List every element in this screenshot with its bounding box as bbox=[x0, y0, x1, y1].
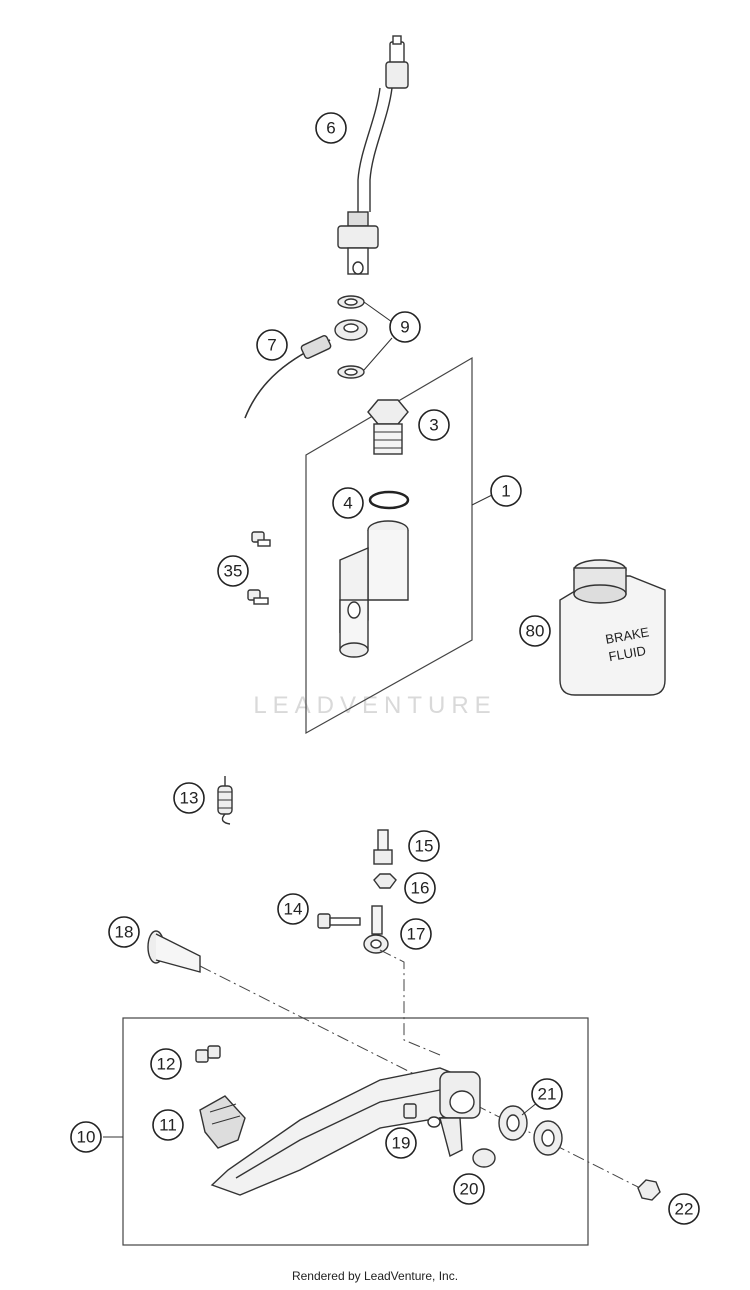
svg-text:19: 19 bbox=[392, 1134, 411, 1153]
part-brake-light-switch[interactable] bbox=[337, 35, 409, 275]
callout-12[interactable]: 12 bbox=[150, 1048, 182, 1080]
callout-10[interactable]: 10 bbox=[70, 1121, 102, 1153]
part-bushing[interactable] bbox=[472, 1148, 496, 1168]
svg-text:12: 12 bbox=[157, 1055, 176, 1074]
callout-13[interactable]: 13 bbox=[173, 782, 205, 814]
callout-22[interactable]: 22 bbox=[668, 1193, 700, 1225]
svg-text:14: 14 bbox=[284, 900, 303, 919]
part-return-spring[interactable] bbox=[217, 776, 233, 825]
svg-text:17: 17 bbox=[407, 925, 426, 944]
kit-frame-10 bbox=[122, 1017, 589, 1246]
svg-text:3: 3 bbox=[429, 416, 438, 435]
svg-text:20: 20 bbox=[460, 1180, 479, 1199]
callout-19[interactable]: 19 bbox=[385, 1127, 417, 1159]
part-brake-hose[interactable] bbox=[244, 319, 368, 419]
callout-21[interactable]: 21 bbox=[531, 1078, 563, 1110]
callout-6[interactable]: 6 bbox=[315, 112, 347, 144]
callout-9[interactable]: 9 bbox=[389, 311, 421, 343]
callout-7[interactable]: 7 bbox=[256, 329, 288, 361]
footer-credit: Rendered by LeadVenture, Inc. bbox=[291, 1269, 459, 1283]
part-nut[interactable] bbox=[373, 873, 397, 889]
svg-text:16: 16 bbox=[411, 879, 430, 898]
callout-20[interactable]: 20 bbox=[453, 1173, 485, 1205]
svg-text:21: 21 bbox=[538, 1085, 557, 1104]
callout-1[interactable]: 1 bbox=[490, 475, 522, 507]
callout-3[interactable]: 3 bbox=[418, 409, 450, 441]
svg-text:80: 80 bbox=[526, 622, 545, 641]
fluid-label-fluid: FLUID bbox=[607, 643, 647, 664]
part-push-rod-clevis[interactable] bbox=[363, 905, 389, 954]
callout-14[interactable]: 14 bbox=[277, 893, 309, 925]
part-screws[interactable] bbox=[247, 531, 271, 605]
svg-text:10: 10 bbox=[77, 1128, 96, 1147]
svg-text:11: 11 bbox=[159, 1116, 177, 1135]
part-pivot-shaft[interactable] bbox=[147, 930, 201, 973]
part-collar-nut[interactable] bbox=[637, 1179, 661, 1201]
callout-4[interactable]: 4 bbox=[332, 487, 364, 519]
part-pivot-bolt[interactable] bbox=[317, 913, 361, 929]
callout-16[interactable]: 16 bbox=[404, 872, 436, 904]
svg-text:6: 6 bbox=[326, 119, 335, 138]
svg-text:7: 7 bbox=[267, 336, 276, 355]
part-reservoir-fitting[interactable] bbox=[367, 399, 409, 455]
part-rivets[interactable] bbox=[195, 1045, 221, 1063]
part-brake-pedal[interactable] bbox=[210, 1067, 481, 1196]
svg-text:18: 18 bbox=[115, 923, 134, 942]
kit-frame-1 bbox=[305, 356, 473, 735]
callout-15[interactable]: 15 bbox=[408, 830, 440, 862]
callout-17[interactable]: 17 bbox=[400, 918, 432, 950]
svg-text:35: 35 bbox=[224, 562, 243, 581]
svg-text:22: 22 bbox=[675, 1200, 694, 1219]
watermark: LEADVENTURE bbox=[253, 692, 496, 719]
part-brake-fluid-bottle[interactable] bbox=[559, 559, 666, 696]
part-bearings[interactable] bbox=[498, 1105, 563, 1156]
part-o-ring[interactable] bbox=[368, 490, 410, 510]
svg-text:1: 1 bbox=[501, 482, 510, 501]
svg-text:9: 9 bbox=[400, 318, 409, 337]
callout-11[interactable]: 11 bbox=[152, 1109, 184, 1141]
part-bleed-nipple[interactable] bbox=[373, 829, 393, 865]
svg-text:4: 4 bbox=[343, 494, 352, 513]
callout-35[interactable]: 35 bbox=[217, 555, 249, 587]
callout-18[interactable]: 18 bbox=[108, 916, 140, 948]
part-pedal-tip[interactable] bbox=[199, 1095, 246, 1149]
svg-text:15: 15 bbox=[415, 837, 434, 856]
svg-text:13: 13 bbox=[180, 789, 199, 808]
part-master-cylinder[interactable] bbox=[339, 520, 409, 658]
callout-80[interactable]: 80 bbox=[519, 615, 551, 647]
